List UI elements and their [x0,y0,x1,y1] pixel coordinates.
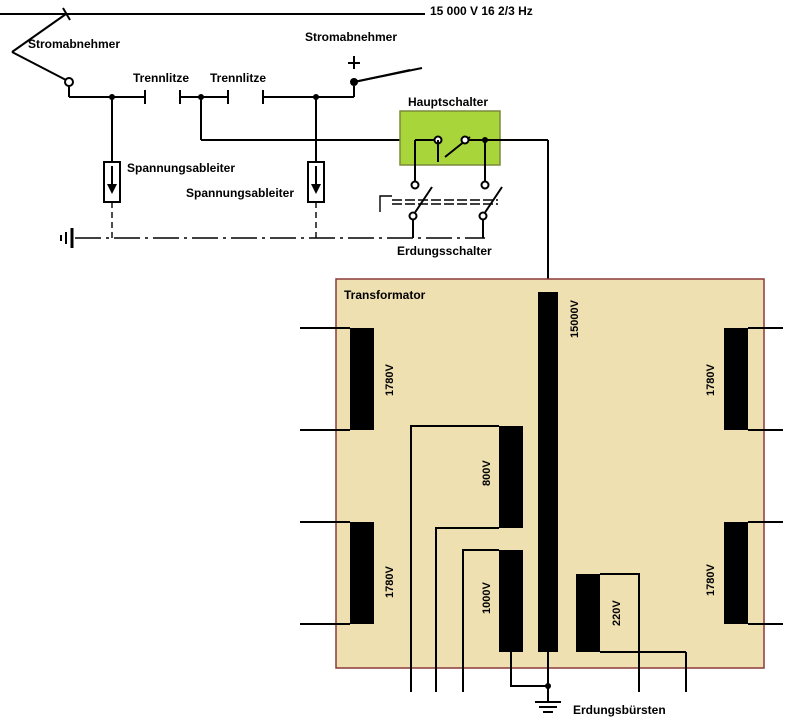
primary-winding [538,292,558,652]
pantograph-right-label: Stromabnehmer [305,30,397,44]
pantograph-left [11,7,74,97]
winding-800v [410,425,523,692]
surge-arrester-2 [307,97,325,238]
transformer-label: Transformator [344,288,426,302]
winding-right-bottom-label: 1780V [705,564,717,596]
winding-left-top-label: 1780V [384,364,396,396]
isolator-1-label: Trennlitze [133,71,189,85]
primary-winding-label: 15000V [569,299,581,338]
earth-rail [60,228,485,248]
earthing-brushes-label: Erdungsbürsten [573,703,666,717]
winding-800v-label: 800V [481,460,493,486]
winding-left-bottom [300,521,374,625]
pantograph-right [348,56,423,97]
winding-1000v-label: 1000V [481,582,493,614]
earthing-switch-label: Erdungsschalter [397,244,492,258]
main-switch [414,135,548,182]
winding-left-top [300,327,374,431]
feed-line [200,97,438,141]
isolator-2-label: Trennlitze [210,71,266,85]
surge-arrester-1 [103,97,121,238]
surge-arrester-1-label: Spannungsableiter [127,161,235,175]
overhead-line-label: 15 000 V 16 2/3 Hz [430,4,533,18]
winding-1000v [462,549,548,692]
earthing-switch [379,180,503,238]
winding-220v-label: 220V [611,600,623,626]
winding-220v [576,573,687,692]
winding-right-top-label: 1780V [705,364,717,396]
winding-left-bottom-label: 1780V [384,566,396,598]
roof-line [69,90,354,104]
main-switch-label: Hauptschalter [408,95,488,109]
winding-right-top [724,327,783,431]
ground-icon [535,683,561,713]
winding-right-bottom [724,521,783,625]
surge-arrester-2-label: Spannungsableiter [186,186,294,200]
pantograph-left-label: Stromabnehmer [28,37,120,51]
